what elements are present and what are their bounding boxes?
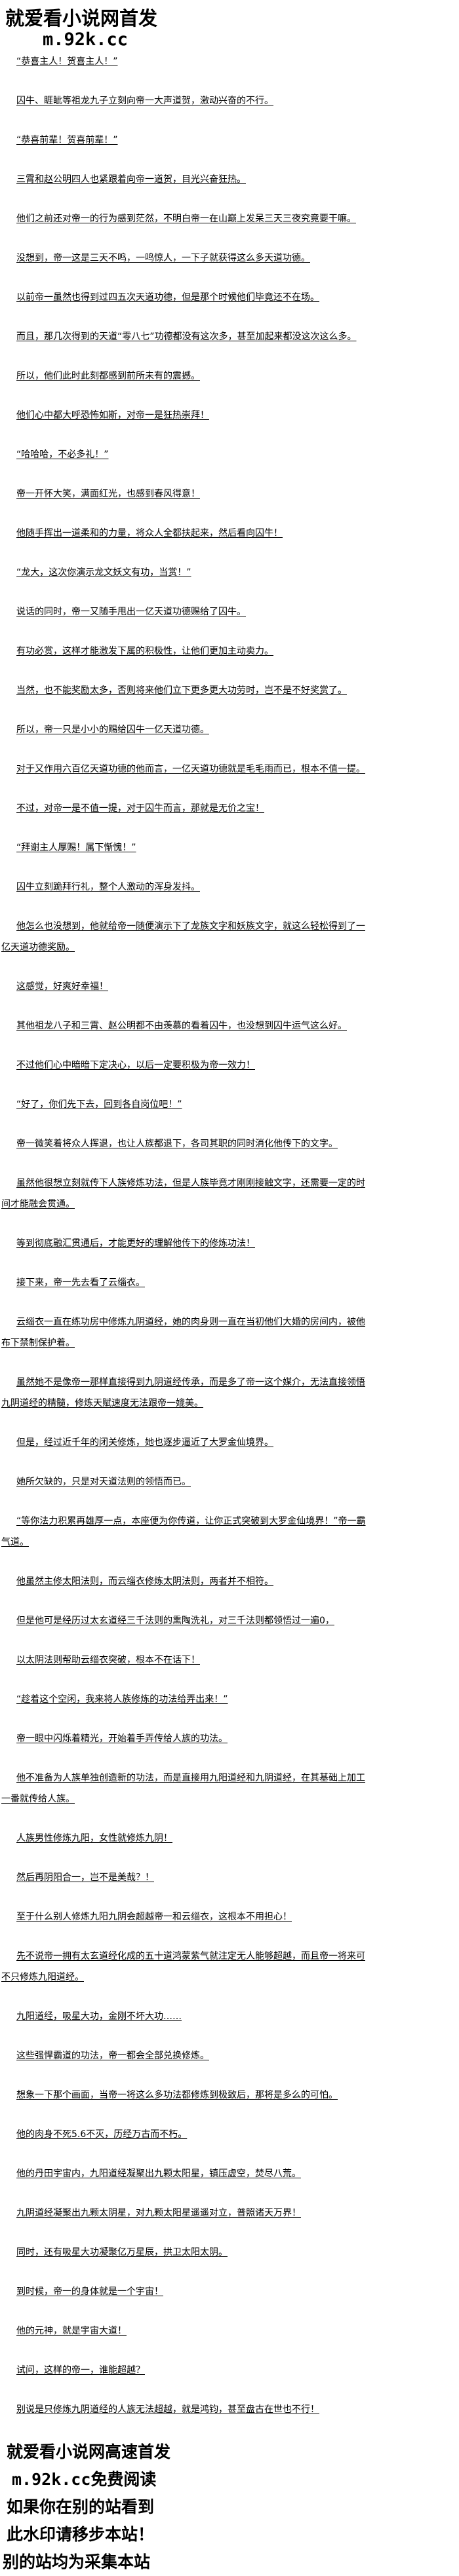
paragraph: “龙大，这次你演示龙文妖文有功，当赏！” xyxy=(16,567,191,578)
paragraph: 九阳道经，吸星大功，金刚不坏大功…… xyxy=(16,2011,182,2022)
watermark-footer-line: 此水印请移步本站！ xyxy=(7,2525,155,2544)
paragraph: 他不准备为人族单独创造新的功法，而是直接用九阳道经和九阴道经，在其基础上加工一番… xyxy=(1,1773,365,1804)
paragraph: 说话的同时，帝一又随手甩出一亿天道功德赐给了囚牛。 xyxy=(16,607,246,617)
paragraph: 他的肉身不死5.6不灭，历经万古而不朽。 xyxy=(16,2129,188,2140)
paragraph: 至于什么别人修炼九阳九阴会超越帝一和云缁衣，这根本不用担心！ xyxy=(16,1912,292,1922)
paragraph: “哈哈哈，不必多礼！” xyxy=(16,449,109,460)
watermark-site-url: m.92k.cc xyxy=(43,29,129,50)
paragraph: 他随手挥出一道柔和的力量，将众人全都扶起来，然后看向囚牛！ xyxy=(16,528,283,539)
paragraph: 先不说帝一拥有太玄道经化成的五十道鸿蒙紫气就注定无人能够超越，而且帝一将来可不只… xyxy=(1,1951,365,1982)
paragraph: 同时，还有吸星大功凝聚亿万星辰，拱卫太阳太阴。 xyxy=(16,2247,228,2258)
paragraph: 囚牛立刻跪拜行礼，整个人激动的浑身发抖。 xyxy=(16,882,200,892)
paragraph: 对于又作用六百亿天道功德的他而言，一亿天道功德就是毛毛雨而已，根本不值一提。 xyxy=(16,764,365,774)
paragraph: 九阴道经凝聚出九颗太阴星，对九颗太阳星遥遥对立，普照诸天万界！ xyxy=(16,2208,301,2218)
paragraph: “等你法力积累再雄厚一点，本座便为你传道，让你正式突破到大罗金仙境界！”帝一霸气… xyxy=(1,1516,366,1547)
paragraph: 这感觉，好爽好幸福！ xyxy=(16,981,108,992)
paragraph: “好了，你们先下去，回到各自岗位吧！” xyxy=(16,1099,182,1110)
paragraph: 但是，经过近千年的闭关修炼，她也逐步逼近了大罗金仙境界。 xyxy=(16,1437,273,1448)
paragraph: 他的元神，就是宇宙大道！ xyxy=(16,2326,127,2336)
paragraph: 当然，也不能奖励太多，否则将来他们立下更多更大功劳时，岂不是不好奖赏了。 xyxy=(16,685,347,696)
paragraph: 帝一开怀大笑，满面红光，也感到春风得意！ xyxy=(16,489,200,499)
paragraph: 云缁衣一直在练功房中修炼九阴道经，她的肉身则一直在当初他们大婚的房间内，被他布下… xyxy=(1,1317,365,1348)
paragraph: 他怎么也没想到，他就给帝一随便演示下了龙族文字和妖族文字，就这么轻松得到了一亿天… xyxy=(1,921,365,953)
paragraph: 他们之前还对帝一的行为感到茫然，不明白帝一在山巅上发呆三天三夜究竟要干嘛。 xyxy=(16,214,356,224)
paragraph: 到时候，帝一的身体就是一个宇宙！ xyxy=(16,2286,163,2297)
paragraph: 没想到，帝一这是三天不鸣，一鸣惊人，一下子就获得这么多天道功德。 xyxy=(16,253,310,263)
watermark-footer-line: 别的站均为采集本站 xyxy=(3,2552,151,2571)
paragraph: 别说是只修炼九阴道经的人族无法超越，就是鸿钧，甚至盘古在世也不行！ xyxy=(16,2404,319,2415)
paragraph: 然后再阴阳合一，岂不是美哉？！ xyxy=(16,1872,154,1883)
paragraph: 等到彻底融汇贯通后，才能更好的理解他传下的修炼功法！ xyxy=(16,1238,255,1249)
paragraph: “趁着这个空闲，我来将人族修炼的功法给弄出来！” xyxy=(16,1694,228,1705)
watermark-footer-url: m.92k.cc免费阅读 xyxy=(12,2470,157,2489)
paragraph: 人族男性修炼九阳，女性就修炼九阴！ xyxy=(16,1833,172,1844)
chapter-content: “恭喜主人！贺喜主人！” 囚牛、睚眦等祖龙九子立刻向帝一大声道贺，激动兴奋的不行。… xyxy=(1,51,369,2420)
paragraph: 接下来，帝一先去看了云缁衣。 xyxy=(16,1278,145,1288)
paragraph: 以太阴法则帮助云缁衣突破，根本不在话下！ xyxy=(16,1655,200,1665)
paragraph: “恭喜主人！贺喜主人！” xyxy=(16,56,118,67)
paragraph: 以前帝一虽然也得到过四五次天道功德，但是那个时候他们毕竟还不在场。 xyxy=(16,292,319,303)
paragraph: 想象一下那个画面，当帝一将这么多功法都修炼到极致后，那将是多么的可怕。 xyxy=(16,2090,338,2100)
paragraph: 其他祖龙八子和三霄、赵公明都不由羡慕的看着囚牛，也没想到囚牛运气这么好。 xyxy=(16,1021,347,1031)
paragraph: 他虽然主修太阳法则，而云缁衣修炼太阴法则，两者并不相符。 xyxy=(16,1576,273,1587)
paragraph: 虽然他很想立刻就传下人族修炼功法，但是人族毕竟才刚刚接触文字，还需要一定的时间才… xyxy=(1,1178,365,1209)
paragraph: 她所欠缺的，只是对天道法则的领悟而已。 xyxy=(16,1477,191,1487)
paragraph: 帝一眼中闪烁着精光，开始着手弄传给人族的功法。 xyxy=(16,1733,228,1744)
paragraph: 囚牛、睚眦等祖龙九子立刻向帝一大声道贺，激动兴奋的不行。 xyxy=(16,96,273,106)
paragraph: “拜谢主人厚赐！属下惭愧！” xyxy=(16,843,136,853)
paragraph: 所以，帝一只是小小的赐给囚牛一亿天道功德。 xyxy=(16,725,209,735)
paragraph: 不过他们心中暗暗下定决心，以后一定要积极为帝一效力！ xyxy=(16,1060,255,1070)
paragraph: 有功必赏，这样才能激发下属的积极性，让他们更加主动卖力。 xyxy=(16,646,273,656)
paragraph: “恭喜前辈！贺喜前辈！” xyxy=(16,135,118,145)
paragraph: 试问，这样的帝一，谁能超越？ xyxy=(16,2365,145,2376)
paragraph: 而且，那几次得到的天道“零八七”功德都没有这次多，甚至加起来都没这次这么多。 xyxy=(16,331,357,342)
paragraph: 帝一微笑着将众人挥退，也让人族都退下，各司其职的同时消化他传下的文字。 xyxy=(16,1139,338,1149)
watermark-site-title: 就爱看小说网首发 xyxy=(5,7,158,29)
paragraph: 他的丹田宇宙内，九阳道经凝聚出九颗太阳星，镇压虚空，焚尽八荒。 xyxy=(16,2169,301,2179)
paragraph: 但是他可是经历过太玄道经三千法则的熏陶洗礼，对三千法则都领悟过一遍0， xyxy=(16,1616,334,1626)
paragraph: 虽然她不是像帝一那样直接得到九阴道经传承，而是多了帝一这个媒介，无法直接领悟九阴… xyxy=(1,1377,365,1409)
watermark-footer-line: 就爱看小说网高速首发 xyxy=(7,2442,171,2461)
watermark-footer-line: 如果你在别的站看到 xyxy=(7,2497,155,2516)
watermark-footer: 就爱看小说网高速首发 m.92k.cc免费阅读 如果你在别的站看到 此水印请移步… xyxy=(3,2438,459,2576)
paragraph: 所以，他们此时此刻都感到前所未有的震撼。 xyxy=(16,371,200,381)
paragraph: 不过，对帝一是不值一提，对于囚牛而言，那就是无价之宝！ xyxy=(16,803,264,814)
paragraph: 三霄和赵公明四人也紧跟着向帝一道贺，目光兴奋狂热。 xyxy=(16,174,246,185)
paragraph: 这些强悍霸道的功法，帝一都会全部兑换修炼。 xyxy=(16,2051,209,2061)
paragraph: 他们心中都大呼恐怖如斯，对帝一是狂热崇拜！ xyxy=(16,410,209,421)
